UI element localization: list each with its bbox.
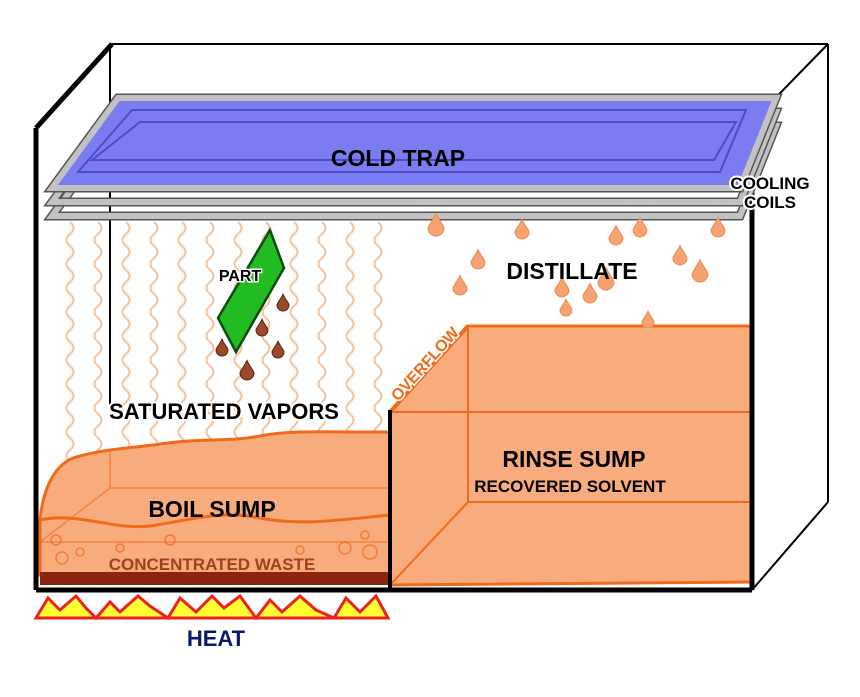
part-label: PART [219, 268, 262, 285]
tank-front [33, 42, 829, 593]
concentrated-waste-label: CONCENTRATED WASTE [109, 555, 316, 574]
distillate-droplet [452, 274, 468, 296]
bubble [164, 534, 176, 546]
part-drops [215, 292, 290, 381]
distillate-droplet [641, 309, 655, 329]
distillate-droplet [427, 212, 445, 237]
distillate-droplet [608, 224, 624, 246]
boil-bubbles [50, 530, 378, 565]
part-drop [239, 359, 255, 381]
part-drop [271, 339, 285, 359]
heat-flames [33, 593, 391, 621]
coils-label: COILS [744, 193, 796, 212]
part-drop [215, 337, 229, 357]
bubble [115, 543, 125, 553]
concentrated-waste-layer [40, 572, 390, 585]
boil-sump-label: BOIL SUMP [148, 496, 275, 522]
distillate-droplet [632, 216, 648, 238]
distillate-droplet [597, 266, 615, 291]
distillate-droplet [470, 248, 486, 270]
cold-trap-label: COLD TRAP [331, 145, 465, 171]
vapor-wave [149, 221, 159, 487]
bubble [338, 541, 352, 555]
distillate-droplets [427, 212, 726, 329]
saturated-vapors-label: SATURATED VAPORS [109, 399, 339, 424]
vapor-wave [121, 221, 131, 487]
distillate-droplet [691, 258, 709, 283]
part-drop [276, 292, 290, 312]
rinse-sump-label: RINSE SUMP [502, 446, 645, 472]
vapor-wave [65, 221, 75, 487]
recovered-solvent-label: RECOVERED SOLVENT [474, 477, 666, 496]
distillate-droplet [710, 216, 726, 238]
bubble [50, 534, 62, 546]
distillate-droplet [672, 244, 688, 266]
distillate-droplet [559, 297, 573, 317]
bubble [55, 551, 69, 565]
cooling-coils [43, 93, 783, 221]
bubble [295, 545, 305, 555]
cooling-label: COOLING [730, 174, 809, 193]
boil-sump-liquid [38, 430, 392, 577]
bubble [360, 530, 370, 540]
distillate-label: DISTILLATE [506, 258, 637, 284]
distillate-droplet [582, 282, 598, 304]
vapor-wave [93, 221, 103, 487]
heat-label: HEAT [187, 626, 246, 651]
bubble [75, 547, 85, 557]
bubble [362, 544, 378, 560]
distillate-droplet [514, 218, 530, 240]
part-object [216, 227, 286, 355]
part-drop [255, 317, 269, 337]
distillate-droplet [554, 276, 570, 298]
